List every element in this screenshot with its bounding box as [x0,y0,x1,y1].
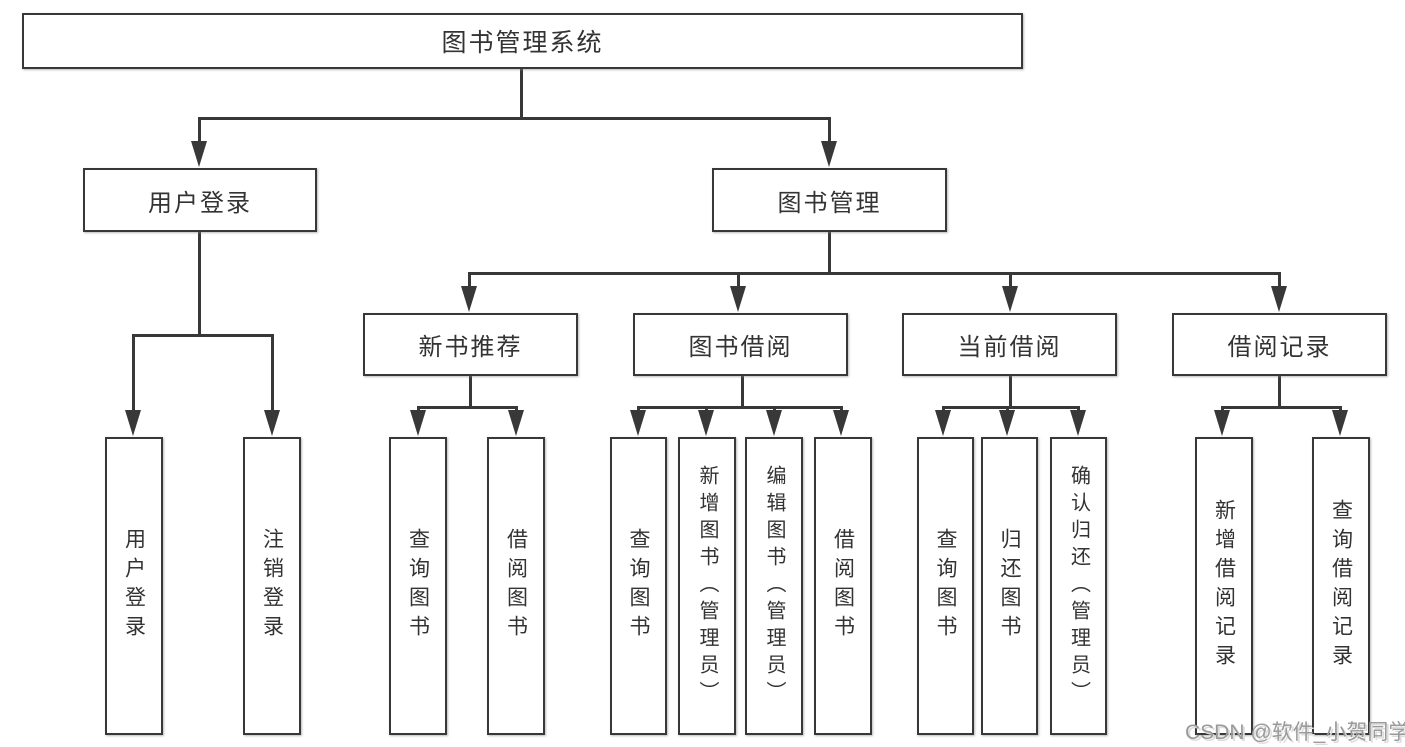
connector-line [828,232,831,274]
node-current-confirm-return-admin: 确认归还（管理员） [1050,437,1107,735]
connector-line [271,334,274,414]
arrow-down-icon [821,141,837,167]
node-borrow-query-books: 查询图书 [610,437,667,735]
connector-line [1278,272,1281,288]
node-login-leaf: 用户登录 [105,437,163,735]
connector-line [468,272,471,288]
arrow-down-icon [698,410,714,436]
arrow-down-icon [730,286,746,312]
arrow-down-icon [1332,410,1348,436]
arrow-down-icon [1271,286,1287,312]
node-borrow-records: 借阅记录 [1172,313,1387,376]
arrow-down-icon [1214,410,1230,436]
connector-line [637,406,843,409]
connector-line [1221,406,1342,409]
arrow-down-icon [766,410,782,436]
arrow-down-icon [125,410,141,436]
connector-line [737,272,740,288]
node-recommend-query-books: 查询图书 [389,437,447,735]
node-recommend-borrow-books: 借阅图书 [487,437,545,735]
node-records-add-record: 新增借阅记录 [1195,437,1253,735]
node-records-query-record: 查询借阅记录 [1312,437,1370,735]
connector-line [132,334,274,337]
node-user-login: 用户登录 [83,168,317,232]
connector-line [198,117,831,120]
arrow-down-icon [1070,410,1086,436]
arrow-down-icon [630,410,646,436]
arrow-down-icon [191,141,207,167]
node-borrow-edit-books-admin: 编辑图书（管理员） [745,437,803,735]
node-library-system: 图书管理系统 [22,13,1023,69]
node-current-return-books: 归还图书 [981,437,1038,735]
node-book-borrow: 图书借阅 [633,313,848,376]
arrow-down-icon [410,410,426,436]
node-current-query-books: 查询图书 [917,437,974,735]
connector-line [198,117,201,145]
connector-line [132,334,135,414]
node-book-management: 图书管理 [712,168,947,232]
node-logout-leaf: 注销登录 [243,437,301,735]
watermark-text: CSDN @软件_小贺同学 [1185,721,1405,744]
arrow-down-icon [508,410,524,436]
arrow-down-icon [833,410,849,436]
connector-line [468,272,1281,275]
node-borrow-add-books-admin: 新增图书（管理员） [678,437,736,735]
arrow-down-icon [264,410,280,436]
connector-line [1278,376,1281,408]
connector-line [469,376,472,408]
node-current-borrow: 当前借阅 [902,313,1117,376]
connector-line [417,406,518,409]
connector-line [741,376,744,408]
connector-line [942,406,1080,409]
connector-line [1009,272,1012,288]
arrow-down-icon [1002,286,1018,312]
connector-line [828,117,831,145]
arrow-down-icon [461,286,477,312]
arrow-down-icon [935,410,951,436]
node-new-book-recommend: 新书推荐 [363,313,578,376]
connector-line [1009,376,1012,408]
node-borrow-borrow-books: 借阅图书 [814,437,872,735]
connector-line [198,232,201,336]
arrow-down-icon [999,410,1015,436]
connector-line [520,67,523,118]
